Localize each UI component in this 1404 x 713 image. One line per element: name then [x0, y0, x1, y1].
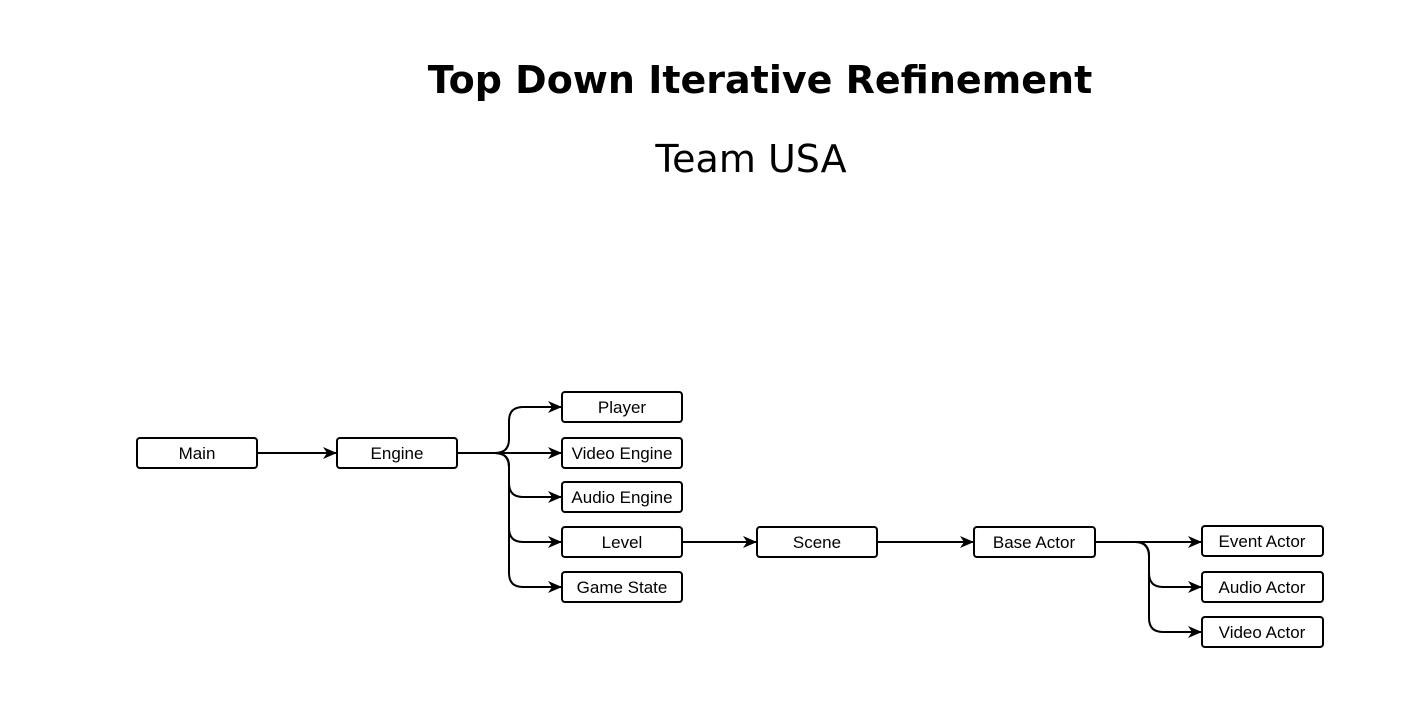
- node-event-actor: Event Actor: [1201, 525, 1324, 557]
- node-audio-engine: Audio Engine: [561, 481, 683, 513]
- edge-engine-game-state: [457, 452, 562, 593]
- node-level: Level: [561, 526, 683, 558]
- diagram-title: Top Down Iterative Refinement: [427, 58, 1093, 102]
- node-main-label: Main: [179, 444, 216, 463]
- node-engine: Engine: [336, 437, 458, 469]
- node-base-actor: Base Actor: [973, 526, 1096, 558]
- node-video-engine-label: Video Engine: [572, 444, 673, 463]
- node-scene-label: Scene: [793, 533, 841, 552]
- node-video-actor: Video Actor: [1201, 616, 1324, 648]
- node-main: Main: [136, 437, 258, 469]
- node-base-actor-label: Base Actor: [993, 533, 1076, 552]
- edges: [257, 401, 1202, 638]
- node-event-actor-label: Event Actor: [1219, 532, 1306, 551]
- edge-engine-player: [457, 401, 562, 454]
- node-game-state-label: Game State: [577, 578, 668, 597]
- node-player: Player: [561, 391, 683, 423]
- node-video-actor-label: Video Actor: [1219, 623, 1306, 642]
- node-audio-engine-label: Audio Engine: [571, 488, 672, 507]
- diagram-subtitle: Team USA: [655, 137, 847, 181]
- node-scene: Scene: [756, 526, 878, 558]
- node-video-engine: Video Engine: [561, 437, 683, 469]
- node-engine-label: Engine: [371, 444, 424, 463]
- node-player-label: Player: [598, 398, 647, 417]
- node-audio-actor: Audio Actor: [1201, 571, 1324, 603]
- node-audio-actor-label: Audio Actor: [1219, 578, 1306, 597]
- node-level-label: Level: [602, 533, 643, 552]
- edge-base-actor-video-actor: [1095, 541, 1202, 638]
- node-game-state: Game State: [561, 571, 683, 603]
